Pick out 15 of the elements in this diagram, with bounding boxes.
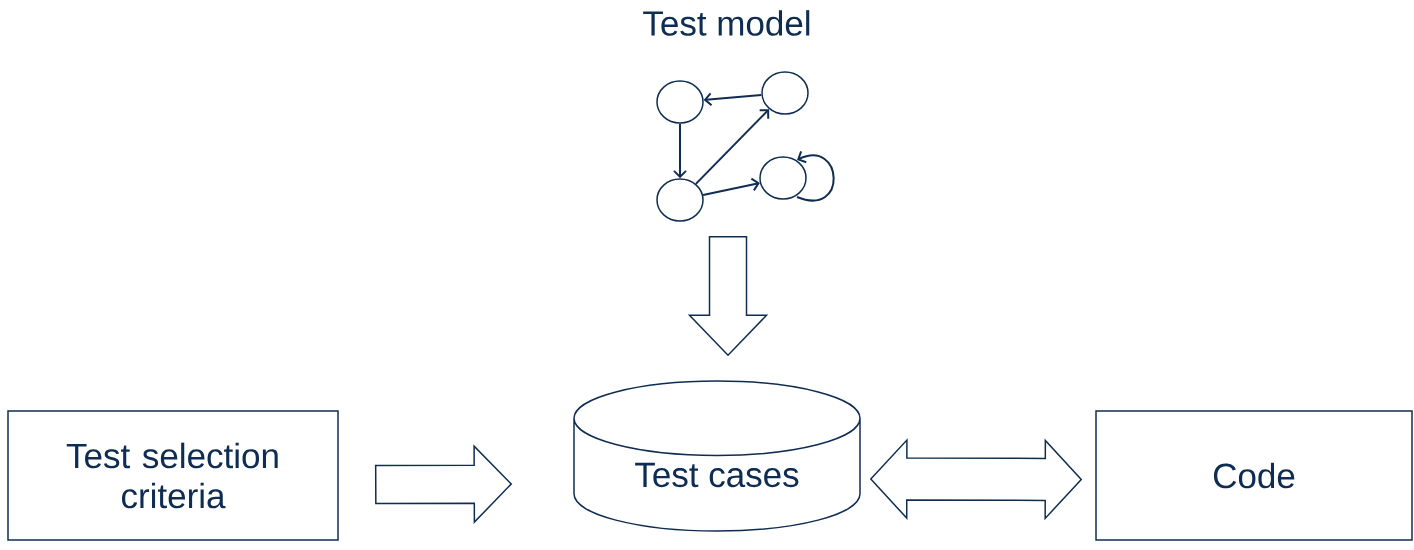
arrow <box>703 92 763 107</box>
process-box: Code <box>1095 410 1413 541</box>
arrow <box>673 122 687 179</box>
block-arrow <box>687 236 769 357</box>
self-loop-arrow <box>796 150 835 202</box>
block-arrow <box>374 444 513 524</box>
state-circle <box>656 178 704 222</box>
arrow <box>702 177 760 197</box>
state-circle <box>759 156 807 200</box>
state-circle <box>761 71 809 115</box>
database-cylinder: Test cases <box>573 380 861 532</box>
process-box: Test selection criteria <box>7 410 339 541</box>
arrow <box>694 109 770 185</box>
state-circle <box>656 80 704 124</box>
heading: Test model <box>643 10 810 36</box>
